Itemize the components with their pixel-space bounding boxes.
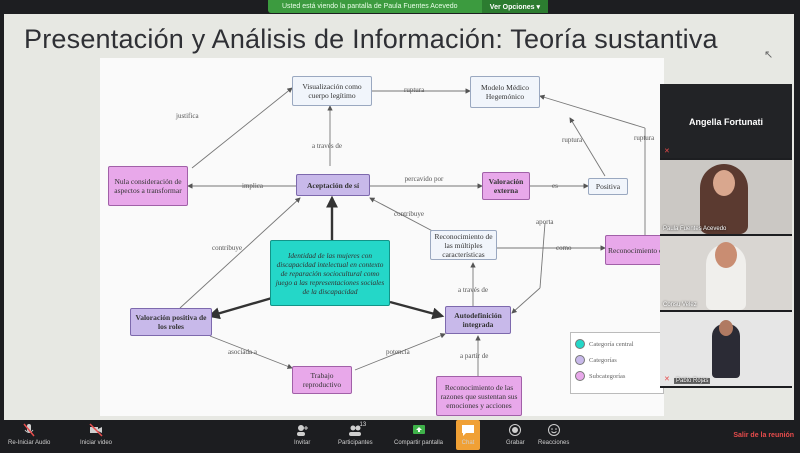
concept-map-links (179, 87, 646, 376)
chat-button-label: Chat (461, 440, 475, 446)
reactions-button[interactable]: Reacciones (538, 423, 569, 446)
legend-dot-central (575, 339, 585, 349)
share-screen-button-label: Compartir pantalla (394, 440, 444, 446)
link-label-percavido: percavido por (404, 175, 444, 183)
link-label-asociada: asociada a (228, 348, 257, 356)
legend-label: Categoría central (589, 340, 634, 348)
invite-button-label: Invitar (294, 440, 311, 446)
share-screen-button[interactable]: Compartir pantalla (394, 423, 443, 446)
legend-label: Categorías (589, 356, 617, 364)
node-valoracion-roles: Valoración positiva de los roles (130, 308, 212, 336)
link-label-contribuye-top: contribuye (394, 210, 424, 218)
concept-map: Visualización como cuerpo legítimo Model… (100, 58, 664, 416)
participant-face (715, 242, 737, 268)
participant-face (719, 320, 733, 336)
muted-mic-icon: ✕ (664, 376, 670, 383)
node-identidad-central: Identidad de las mujeres con discapacida… (270, 240, 390, 306)
meeting-toolbar: Re-Iniciar Audio Iniciar video Invitar 1… (0, 420, 800, 453)
node-trabajo-reproductivo: Trabajo reproductivo (292, 366, 352, 394)
chat-bubble-icon (462, 425, 474, 436)
legend-label: Subcategorías (589, 372, 626, 380)
link-label-potencia: potencia (386, 348, 410, 356)
slide-title: Presentación y Análisis de Información: … (24, 24, 718, 54)
node-aceptacion-label: Aceptación de sí (306, 180, 360, 190)
share-screen-icon (412, 425, 425, 434)
node-reconocimiento-caracteristicas: Reconocimiento de las múltiples caracter… (430, 230, 497, 260)
link-label-es: es (552, 182, 558, 190)
view-options-button[interactable]: Ver Opciones ▾ (481, 0, 548, 13)
node-visualizacion: Visualización como cuerpo legítimo (292, 76, 372, 106)
link-label-como: como (556, 244, 572, 252)
link-label-ruptura-right: ruptura (634, 134, 655, 142)
screen-share-banner: Usted está viendo la pantalla de Paula F… (268, 0, 548, 13)
invite-button[interactable]: Invitar (294, 423, 310, 446)
link-label-justifica: justifica (176, 112, 199, 120)
active-speaker-name: Angella Fortunati (689, 117, 763, 127)
chat-button[interactable]: Chat (456, 420, 480, 450)
mouse-cursor-icon: ↖ (764, 49, 774, 61)
add-user-icon (297, 425, 309, 436)
record-button[interactable]: Grabar (506, 423, 525, 446)
participants-count: 13 (359, 422, 367, 428)
video-button-label: Iniciar video (80, 440, 113, 446)
record-icon (509, 424, 522, 436)
legend-dot-categorias (575, 355, 585, 365)
legend-item: Categorías (575, 355, 659, 365)
video-tile-participant[interactable]: Consu Velez (660, 236, 792, 310)
node-autodefinicion: Autodefinición integrada (445, 306, 511, 334)
participant-gallery: Angella Fortunati ✕ Paula Fuentes Aceved… (660, 84, 792, 388)
node-positiva: Positiva (588, 178, 628, 195)
participant-name: Pablo Rojas (674, 378, 711, 384)
node-valoracion-externa: Valoración externa (482, 172, 530, 200)
link-label-a-partir-de: a partir de (460, 352, 489, 360)
node-reconocimiento-razones: Reconocimiento de las razones que susten… (436, 376, 522, 416)
microphone-icon (23, 423, 35, 437)
reactions-button-label: Reacciones (538, 440, 570, 446)
video-button[interactable]: Iniciar video (80, 423, 112, 446)
link-label-contribuye-left: contribuye (212, 244, 242, 252)
node-nula-consideracion: Nula consideración de aspectos a transfo… (108, 166, 188, 206)
link-label-a-traves-de-mid: a través de (458, 286, 488, 294)
link-label-ruptura-mid: ruptura (562, 136, 583, 144)
link-label-ruptura-top: ruptura (404, 86, 425, 94)
participant-face (713, 170, 735, 196)
legend-item: Categoría central (575, 339, 659, 349)
smiley-icon (547, 424, 560, 436)
participants-button[interactable]: 13 Participantes (338, 422, 373, 446)
participants-button-label: Participantes (338, 440, 373, 446)
node-aceptacion: Aceptación de sí (296, 174, 370, 196)
link-label-a-traves-de-top: a través de (312, 142, 342, 150)
video-tile-active-speaker[interactable]: Angella Fortunati ✕ (660, 84, 792, 158)
leave-meeting-button[interactable]: Salir de la reunión (733, 432, 794, 439)
participant-name: Paula Fuentes Acevedo (663, 226, 727, 232)
muted-mic-icon: ✕ (664, 148, 670, 155)
link-label-implica: implica (242, 182, 263, 190)
audio-button[interactable]: Re-Iniciar Audio (8, 423, 50, 446)
concept-map-legend: Categoría central Categorías Subcategorí… (570, 332, 664, 394)
node-reconocimiento-discapacidad: Reconocimiento de la discapacidad (605, 235, 664, 265)
legend-dot-subcategorias (575, 371, 585, 381)
link-label-aporta: aporta (536, 218, 554, 226)
node-modelo-medico: Modelo Médico Hegemónico (470, 76, 540, 108)
participant-name: Consu Velez (663, 302, 697, 308)
video-camera-icon (89, 423, 103, 437)
video-tile-participant[interactable]: Paula Fuentes Acevedo (660, 160, 792, 234)
participants-icon (349, 425, 362, 436)
video-tile-participant[interactable]: ✕ Pablo Rojas (660, 312, 792, 386)
share-banner-text: Usted está viendo la pantalla de Paula F… (282, 3, 458, 10)
legend-item: Subcategorías (575, 371, 659, 381)
record-button-label: Grabar (506, 440, 525, 446)
audio-button-label: Re-Iniciar Audio (8, 440, 51, 446)
